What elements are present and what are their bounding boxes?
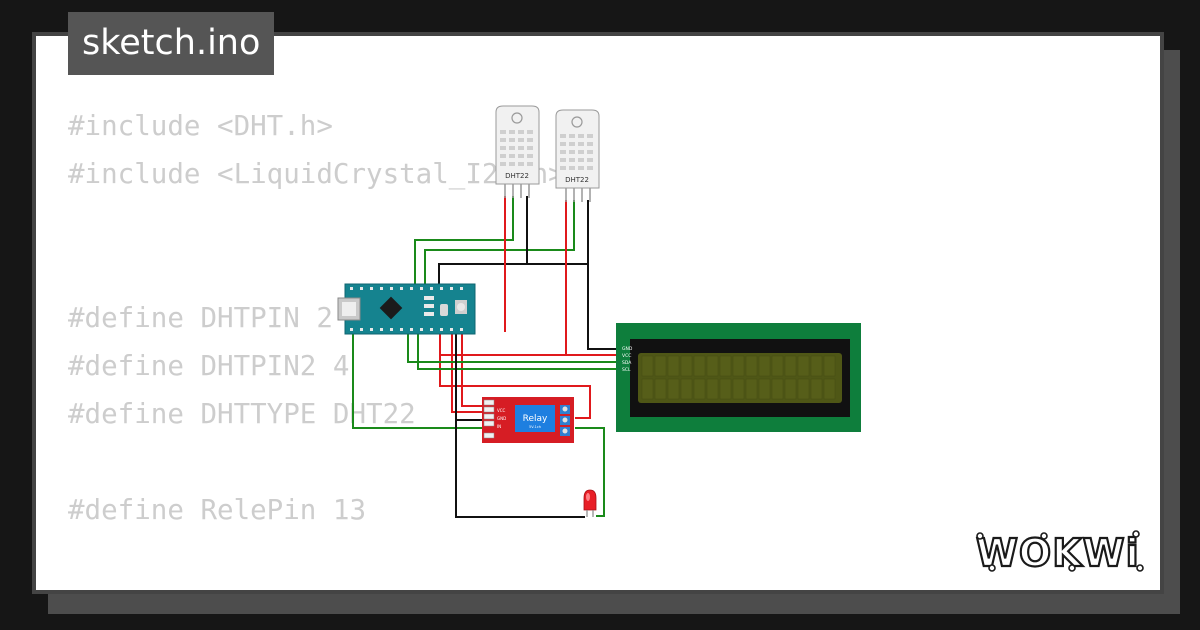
red-led bbox=[583, 489, 597, 517]
lcd-pin-gnd: GND bbox=[622, 346, 633, 352]
sketch-file-title: sketch.ino bbox=[68, 12, 275, 75]
relay-pin-in: IN bbox=[497, 424, 501, 429]
sensor-2-label: DHT22 bbox=[565, 176, 589, 184]
arduino-nano-board bbox=[337, 283, 476, 335]
lcd-1602-display: GND VCC SDA SCL bbox=[616, 323, 861, 432]
wire-red-relay-vcc2 bbox=[461, 334, 482, 407]
wokwi-logo-text: WOKWi bbox=[976, 531, 1140, 575]
code-listing: #include <DHT.h> #include <LiquidCrystal… bbox=[68, 102, 565, 534]
relay-pin-gnd: GND bbox=[497, 416, 506, 421]
wire-red-relay-in bbox=[451, 334, 482, 413]
wire-green-sensor1-data bbox=[414, 196, 514, 284]
code-line: #define DHTPIN 2 bbox=[68, 302, 333, 334]
wire-red-nano-5v bbox=[439, 334, 566, 356]
relay-title: Relay bbox=[523, 414, 548, 424]
dht22-sensor-2: DHT22 bbox=[555, 109, 600, 202]
wires bbox=[352, 196, 620, 518]
relay-module: VCC GND IN Relay 5V-1ch bbox=[482, 397, 574, 443]
lcd-pin-scl: SCL bbox=[622, 367, 631, 373]
wire-black-sensor2-gnd bbox=[587, 200, 620, 350]
wire-black-led-gnd bbox=[455, 334, 585, 518]
wire-green-sensor2-data bbox=[424, 200, 575, 284]
relay-subtitle: 5V-1ch bbox=[529, 425, 541, 429]
relay-pin-vcc: VCC bbox=[497, 408, 506, 413]
dht22-sensor-1: DHT22 bbox=[495, 105, 540, 198]
code-line: #define RelePin 13 bbox=[68, 494, 367, 526]
code-line: #define DHTPIN2 4 bbox=[68, 350, 350, 382]
wire-black-sensor1-gnd bbox=[438, 196, 528, 284]
wire-green-relay-led bbox=[575, 427, 605, 517]
lcd-pin-sda: SDA bbox=[622, 360, 632, 366]
wire-green-lcd-scl bbox=[417, 334, 620, 370]
code-line: #include <DHT.h> bbox=[68, 110, 333, 142]
wire-red-relay-vcc bbox=[439, 355, 591, 419]
sensor-1-label: DHT22 bbox=[505, 172, 529, 180]
code-line: #define DHTTYPE DHT22 bbox=[68, 398, 416, 430]
wire-green-relay-signal bbox=[352, 334, 482, 429]
wokwi-logo: WOKWi bbox=[975, 530, 1144, 576]
lcd-pin-vcc: VCC bbox=[622, 353, 631, 359]
wire-green-lcd-sda bbox=[407, 334, 620, 363]
